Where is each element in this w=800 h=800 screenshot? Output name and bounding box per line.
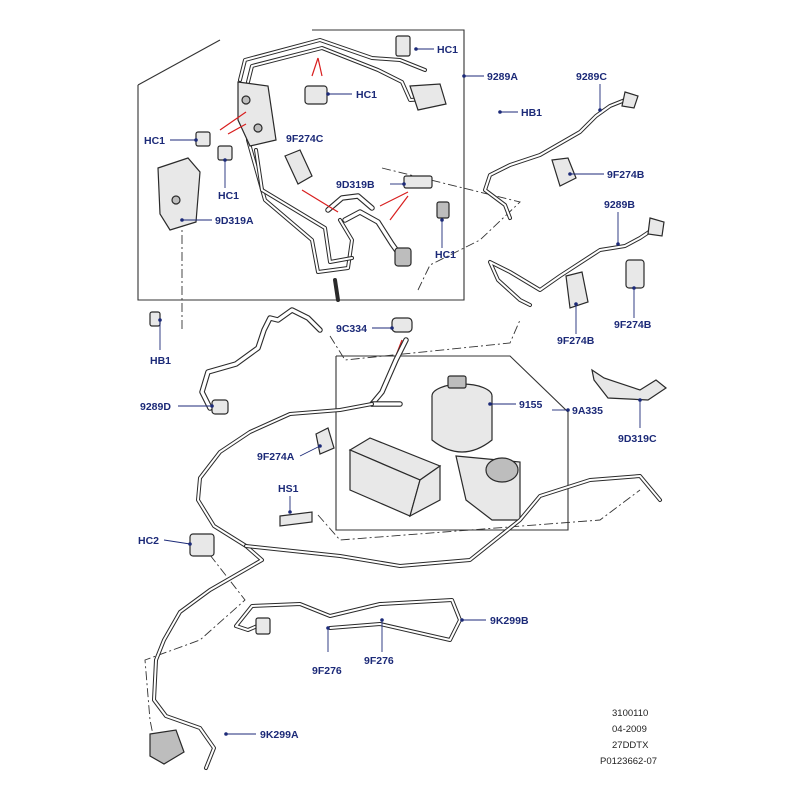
long-lower-pipes (149, 402, 662, 770)
reference-block: 3100110 04-2009 27DDTX P0123662-07 (600, 708, 657, 767)
callout-hb1-top: HB1 (521, 107, 542, 119)
callout-hc2: HC2 (138, 535, 159, 547)
callout-9c334: 9C334 (336, 323, 367, 335)
callout-9k299b: 9K299B (490, 615, 529, 627)
callout-9d319c: 9D319C (618, 433, 657, 445)
callout-9f274c: 9F274C (286, 133, 324, 145)
hose-9289d (149, 307, 413, 415)
callout-hc1-left: HC1 (144, 135, 165, 147)
reference-line-2: 04-2009 (612, 724, 647, 735)
reference-line-3: 27DDTX (612, 740, 649, 751)
callout-9a335: 9A335 (572, 405, 603, 417)
canister-assembly-frame (335, 355, 569, 531)
mounting-bracket-9a335 (348, 437, 442, 518)
callout-9f274a: 9F274A (257, 451, 295, 463)
upper-brackets (157, 35, 450, 267)
callout-hc1-lower: HC1 (218, 190, 239, 202)
callout-9d319a: 9D319A (215, 215, 254, 227)
callout-9f276-right: 9F276 (364, 655, 394, 667)
callout-hs1: HS1 (278, 483, 299, 495)
right-pipes (483, 91, 668, 401)
callout-9k299a: 9K299A (260, 729, 299, 741)
callout-hb1-left: HB1 (150, 355, 171, 367)
callout-9d319b: 9D319B (336, 179, 375, 191)
reference-line-4: P0123662-07 (600, 756, 657, 767)
callout-9289b: 9289B (604, 199, 635, 211)
callout-hc1-mid: HC1 (356, 89, 377, 101)
upper-assembly-frame (137, 29, 465, 301)
callout-labels: HC1 HC1 HC1 HC1 HC1 9289A 9289C HB1 9F27… (138, 44, 657, 741)
callout-9f274b-right: 9F274B (614, 319, 652, 331)
callout-9289c: 9289C (576, 71, 607, 83)
callout-9289d: 9289D (140, 401, 171, 413)
callout-9289a: 9289A (487, 71, 518, 83)
callout-9f274b-top: 9F274B (607, 169, 645, 181)
upper-pipe-bundle (238, 38, 442, 302)
callout-hc1-right: HC1 (435, 249, 456, 261)
leader-lines (158, 47, 642, 736)
dashed-guide-lines (144, 167, 641, 746)
callout-hc1-top: HC1 (437, 44, 458, 56)
canister-hose (315, 337, 409, 455)
reference-line-1: 3100110 (612, 708, 648, 719)
callout-9f276-left: 9F276 (312, 665, 342, 677)
callout-9155: 9155 (519, 399, 543, 411)
canister-9155 (431, 375, 521, 521)
callout-9f274b-left: 9F274B (557, 335, 595, 347)
